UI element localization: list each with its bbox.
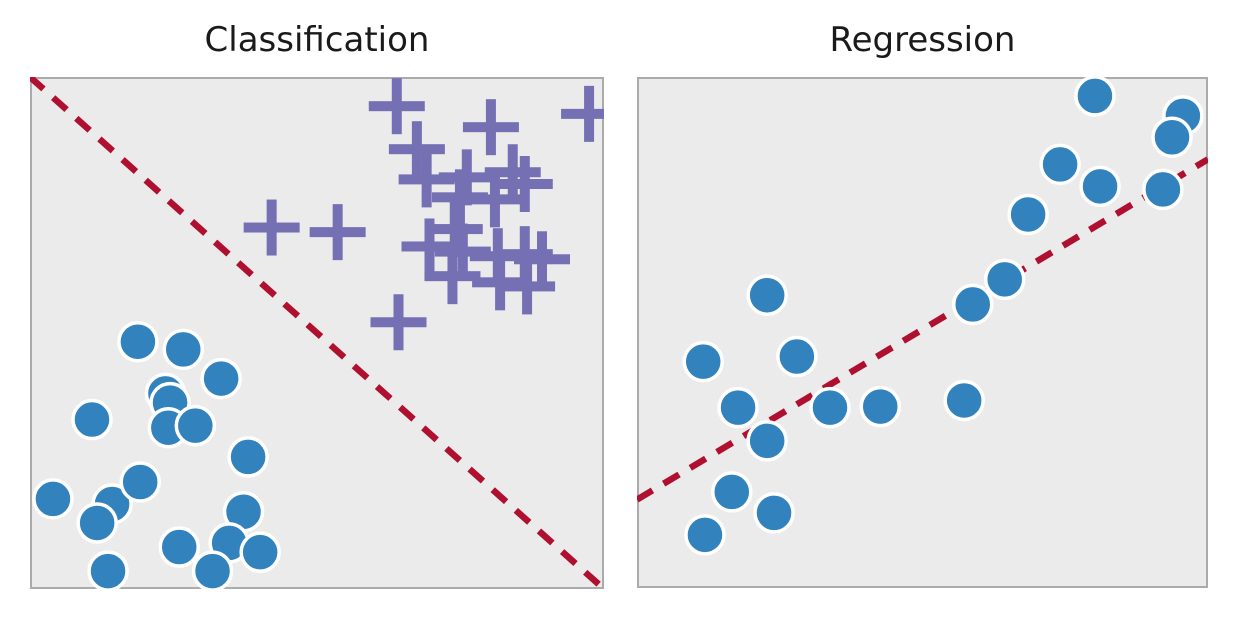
class-plus-marker (496, 226, 553, 283)
class-plus-marker (370, 294, 427, 351)
sample-circle-marker (1142, 168, 1184, 211)
class-circle-marker (200, 357, 242, 400)
class-circle-marker (87, 550, 129, 589)
class-plus-marker (309, 204, 366, 261)
regression-fit-line (637, 156, 1208, 503)
class-circle-marker (119, 461, 161, 503)
sample-circle-marker (753, 492, 795, 534)
class-circle-marker (227, 436, 269, 478)
class-plus-marker (514, 231, 571, 288)
sample-circle-marker (682, 340, 724, 383)
class-plus-marker (438, 149, 495, 206)
class-plus-marker (466, 171, 523, 228)
class-plus-marker (398, 151, 455, 208)
class-plus-marker (424, 248, 481, 305)
sample-circle-marker (746, 274, 788, 316)
class-plus-marker (484, 144, 541, 201)
class-circle-marker (71, 398, 113, 441)
class-circle-marker (174, 404, 217, 447)
class-circle-marker (32, 478, 74, 520)
class-plus-marker (368, 78, 425, 135)
sample-circle-marker (809, 386, 851, 429)
sample-circle-marker (746, 420, 788, 462)
regression-plot (637, 77, 1208, 588)
class-plus-marker (499, 258, 556, 315)
class-circle-marker (76, 502, 118, 544)
sample-circle-marker (1039, 143, 1081, 186)
sample-circle-marker (943, 379, 985, 422)
decision-boundary-line (30, 77, 604, 589)
class-plus-marker (434, 223, 491, 280)
class-circle-marker (117, 320, 159, 363)
sample-circle-marker (776, 335, 818, 378)
class-plus-marker (431, 169, 488, 226)
sample-circle-marker (711, 471, 753, 513)
class-plus-marker (496, 156, 553, 213)
class-plus-marker (401, 218, 458, 275)
regression-title: Regression (829, 20, 1016, 60)
sample-circle-marker (684, 514, 726, 556)
class-plus-marker (426, 201, 483, 258)
class-circle-marker (191, 550, 234, 589)
class-circle-marker (162, 328, 205, 371)
sample-circle-marker (983, 258, 1026, 301)
class-plus-marker (462, 99, 519, 156)
class-circle-marker (158, 526, 200, 568)
classification-title: Classification (204, 20, 430, 60)
sample-circle-marker (717, 386, 759, 429)
sample-circle-marker (1007, 193, 1049, 236)
sample-circle-marker (859, 385, 901, 428)
sample-circle-marker (951, 283, 994, 326)
classification-plot (30, 77, 604, 589)
class-circle-marker (239, 531, 281, 573)
class-plus-marker (561, 85, 604, 142)
class-plus-marker (388, 121, 445, 178)
sample-circle-marker (1151, 116, 1193, 159)
sample-circle-marker (1074, 77, 1116, 117)
sample-circle-marker (1079, 165, 1121, 208)
class-plus-marker (243, 199, 300, 256)
